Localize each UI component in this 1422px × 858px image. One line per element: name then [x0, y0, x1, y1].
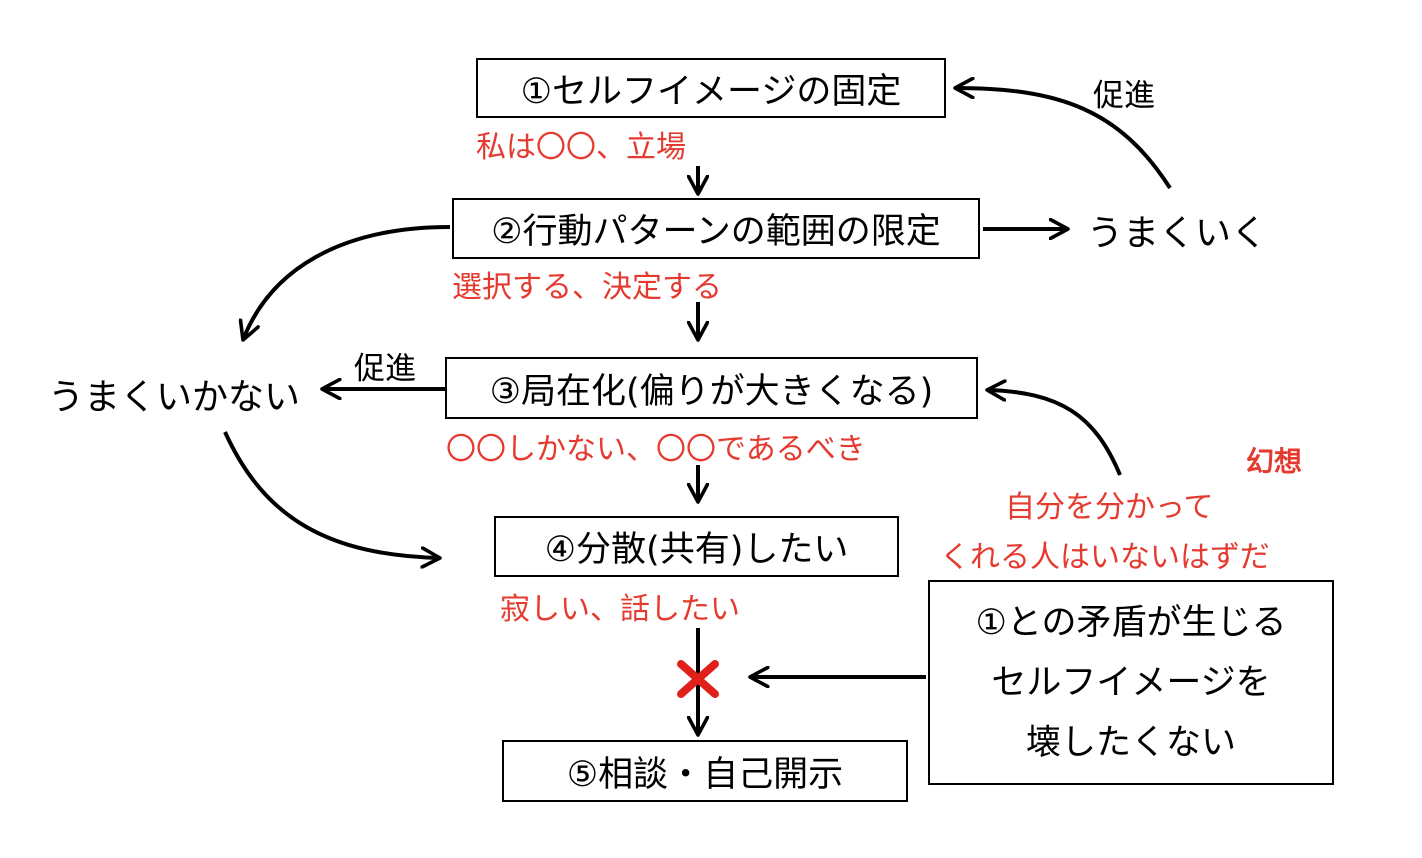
step1-label: ①セルフイメージの固定: [520, 71, 902, 112]
step2-note: 選択する、決定する: [452, 270, 722, 305]
step3-box: ③局在化(偏りが大きくなる): [445, 357, 978, 419]
block-mark: [677, 660, 719, 698]
step4-note: 寂しい、話したい: [500, 592, 740, 627]
step5-label: ⑤相談・自己開示: [566, 754, 844, 795]
promote-left-label: 促進: [354, 351, 416, 387]
contradiction-line-3: 壊したくない: [1025, 722, 1236, 763]
illusion-line-2: くれる人はいないはずだ: [940, 540, 1270, 575]
fails-label: うまくいかない: [48, 377, 301, 418]
step2-label: ②行動パターンの範囲の限定: [491, 212, 941, 252]
contradiction-box: ①との矛盾が生じる セルフイメージを 壊したくない: [928, 580, 1334, 785]
step3-label: ③局在化(偏りが大きくなる): [489, 371, 934, 412]
step1-box: ①セルフイメージの固定: [476, 58, 946, 118]
promote-top-label: 促進: [1093, 78, 1155, 114]
arrow-fails-to-4: [223, 431, 440, 558]
step3-note: 〇〇しかない、〇〇であるべき: [446, 432, 866, 467]
illusion-line-1: 自分を分かって: [1005, 490, 1214, 525]
step2-box: ②行動パターンの範囲の限定: [452, 198, 980, 259]
arrow-works-to-1: [955, 88, 1172, 190]
contradiction-line-2: セルフイメージを: [991, 662, 1271, 703]
contradiction-line-1: ①との矛盾が生じる: [975, 602, 1287, 643]
works-label: うまくいく: [1087, 213, 1268, 254]
step4-label: ④分散(共有)したい: [544, 530, 849, 570]
step4-box: ④分散(共有)したい: [494, 516, 899, 577]
illusion-label: 幻想: [1246, 445, 1303, 478]
step5-box: ⑤相談・自己開示: [502, 740, 908, 802]
arrow-2-to-fails: [243, 225, 451, 340]
arrow-illusion-to-3: [987, 390, 1122, 476]
step1-note: 私は〇〇、立場: [476, 130, 686, 165]
